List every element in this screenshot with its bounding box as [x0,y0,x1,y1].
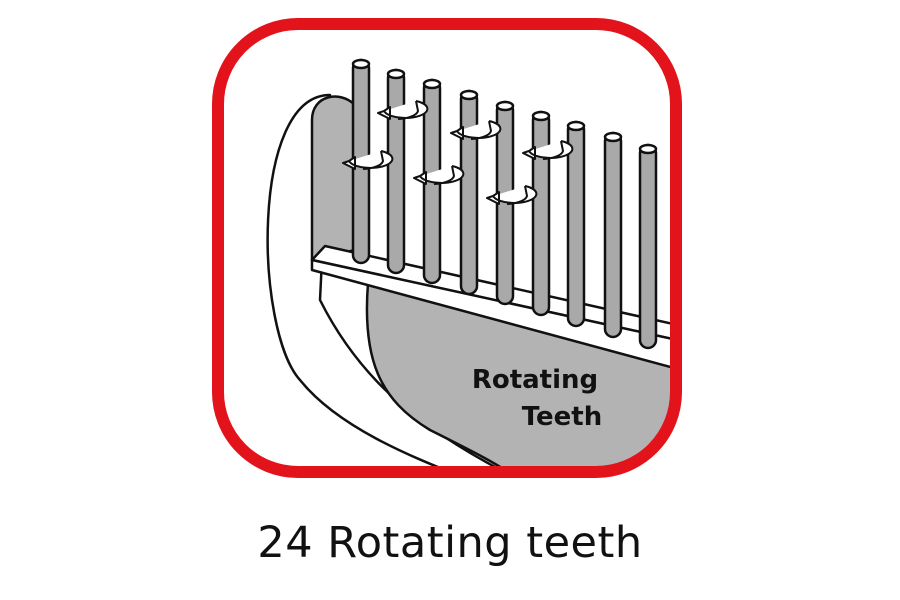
rotation-arrows [342,100,574,205]
rotation-arrow-icon [342,150,394,170]
red-frame [212,18,682,478]
rotation-arrow-icon [413,165,465,185]
rotation-arrow-icon [450,120,502,140]
feature-caption: 24 Rotating teeth [257,518,643,568]
brush-underside [365,281,676,472]
rotation-arrow-icon [377,100,429,120]
tooth [638,143,658,350]
teeth-group [351,58,658,350]
tooth [386,68,406,275]
rotation-arrow-icon [522,140,574,160]
rotating-teeth-illustration: Rotating Teeth [212,18,682,478]
brush-head [310,95,357,262]
tooth [603,131,623,339]
tooth [531,110,551,317]
rotating-teeth-label-line2: Teeth [522,402,603,432]
tooth [566,120,586,328]
rotation-arrow-icon [486,185,538,205]
rotating-teeth-label-line1: Rotating [472,365,598,395]
tooth [459,89,479,296]
